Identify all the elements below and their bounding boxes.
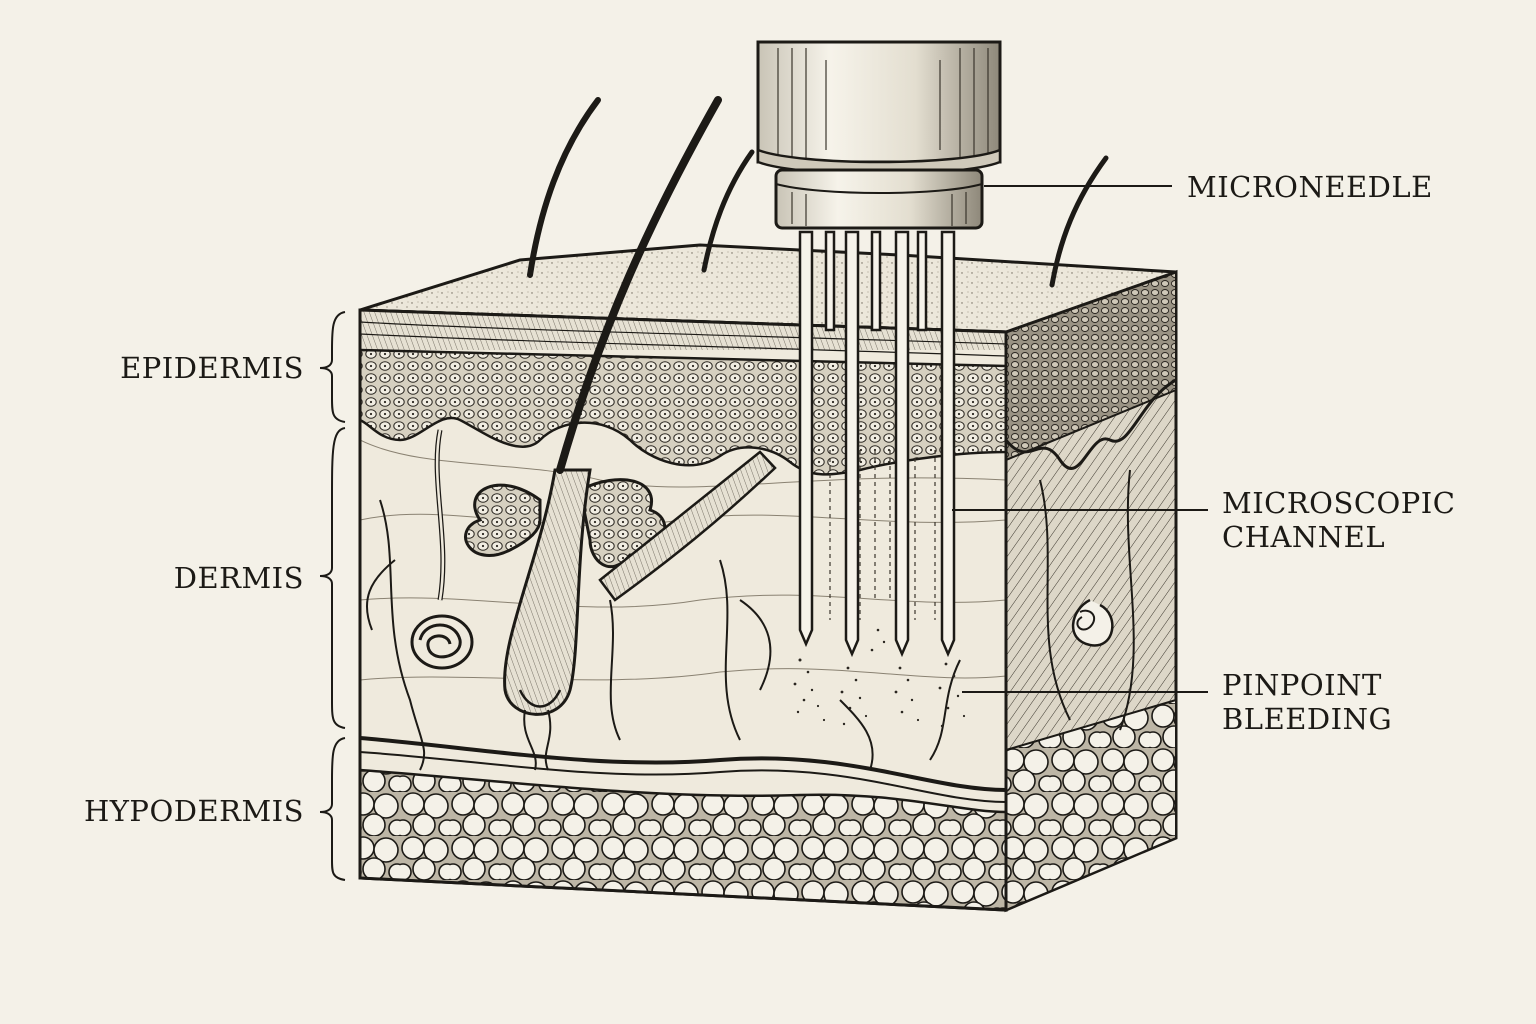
layer-brackets [319,311,346,881]
pinpoint-bleeding-label: PINPOINT BLEEDING [1222,668,1392,736]
microneedle-device [756,40,1002,230]
arrector-pili-muscle [598,450,777,602]
block-side-face [1004,269,1178,913]
epidermis-bracket [319,311,346,423]
hypodermis-label: HYPODERMIS [84,794,304,828]
dermis-bracket [319,427,346,729]
microneedle-label: MICRONEEDLE [1187,170,1433,204]
hypodermis-bracket [319,737,346,881]
leader-lines [952,185,1208,693]
microscopic-channel-label-line2: CHANNEL [1222,520,1386,554]
epidermis-label: EPIDERMIS [120,351,304,385]
hair-follicle [503,468,592,771]
microscopic-channel-label-line1: MICROSCOPIC [1222,486,1456,520]
needles [798,230,956,658]
sweat-gland [410,429,474,670]
hypodermis-fat [360,768,1006,910]
pinpoint-bleeding [793,628,966,728]
epidermis-layer [360,348,1006,476]
pinpoint-bleeding-label-line2: BLEEDING [1222,702,1393,736]
hairs [527,96,1109,474]
pinpoint-bleeding-label-line1: PINPOINT [1222,668,1382,702]
dermis-label: DERMIS [173,561,304,595]
block-front-face [358,308,1008,912]
microscopic-channels [829,450,936,620]
microscopic-channel-label: MICROSCOPIC CHANNEL [1222,486,1455,554]
